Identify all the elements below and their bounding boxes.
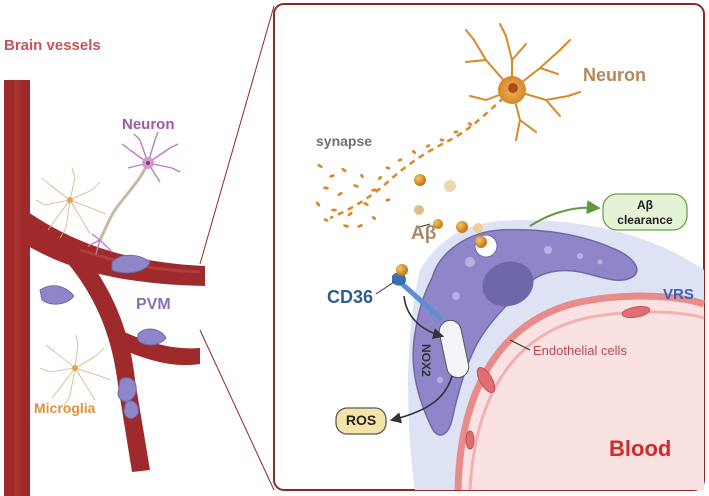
ros-box [335,407,387,435]
abeta-clearance-box [602,193,688,231]
synapse-terminals [315,122,473,228]
brain-vessel [4,80,205,496]
clearance-arrow [529,200,601,227]
arrow-icon [403,295,445,340]
blood-label: Blood [609,436,672,461]
endothelial-cells-label: Endothelial cells [533,343,627,358]
pvm-cell-icon [39,254,167,419]
cd36-leader [375,281,395,295]
abeta-clearance-label-line1: Aβ [637,198,653,212]
nox2-box [438,319,470,379]
neuron-label-right: Neuron [583,65,646,85]
abeta-dot-icon [396,174,487,276]
abeta-clearance-label-line2: clearance [617,213,673,227]
vrs-label: VRS [663,286,694,303]
endothelial-cell-icon [465,306,651,450]
neuron-label-left: Neuron [122,116,175,133]
abeta-leader [415,223,431,229]
nox2-label: NOX2 [419,344,433,377]
microglia-icon [39,334,111,407]
cd36-label: CD36 [327,287,374,307]
microglia-label: Microglia [34,400,96,416]
brain-vessels-label: Brain vessels [4,37,101,54]
abeta-label: Aβ [411,223,437,244]
arrow-icon [389,375,453,424]
pvm-label: PVM [136,296,171,313]
ros-label: ROS [345,412,377,428]
neuron-icon [87,131,181,255]
microglia-icon [35,167,107,239]
synapse-label: synapse [316,133,373,149]
zoom-lines [199,5,275,491]
neuron-icon [329,23,581,220]
endothelial-leader [509,339,531,351]
